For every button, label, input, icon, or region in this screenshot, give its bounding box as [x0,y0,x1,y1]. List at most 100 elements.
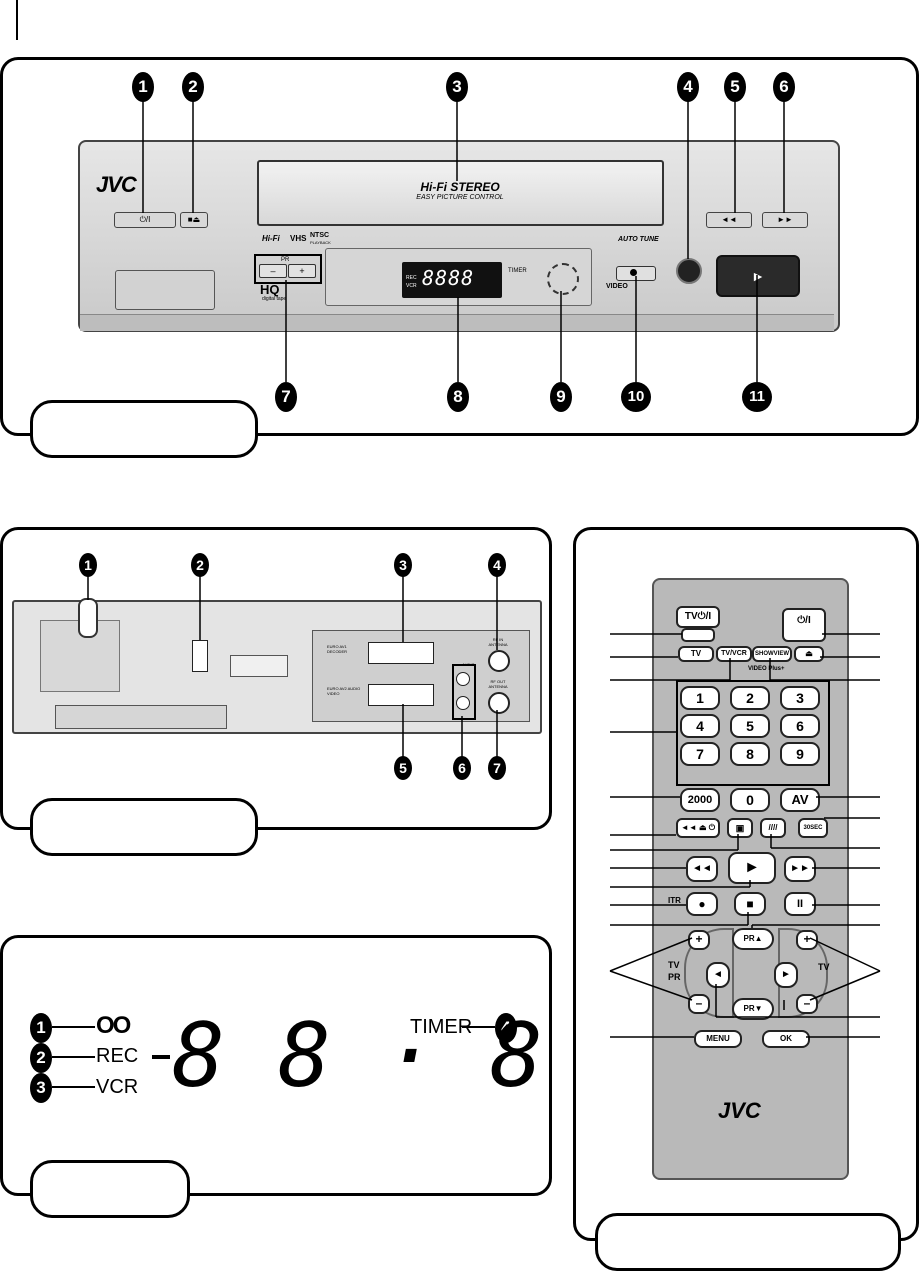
num-5[interactable]: 5 [730,714,770,738]
tv-pr-minus-button[interactable]: – [688,994,710,1014]
rear-callout-2: 2 [191,553,209,577]
round-button[interactable] [676,258,702,284]
audio-out-right [456,696,470,710]
tv-vcr-button[interactable]: TV/VCR [716,646,752,662]
rec-indicator: REC [96,1045,139,1067]
scart-av1 [368,642,434,664]
brand-logo: JVC [96,172,137,197]
rf-in-label: RF IN ANTENNA [488,637,508,647]
front-callout-5: 5 [724,72,746,102]
stop-eject-button[interactable]: ■⏏ [180,212,208,228]
30sec-button[interactable]: 30SEC [798,818,828,838]
left-button[interactable]: ◄ [706,962,730,988]
ntsc-logo: NTSC [310,232,330,239]
record-button[interactable]: ● [686,892,718,916]
av-button[interactable]: AV [780,788,820,812]
pr-label-left: PR [668,972,681,982]
remote-sensor [547,263,579,295]
cassette-door [257,160,664,226]
num-6[interactable]: 6 [780,714,820,738]
pr-up-button[interactable]: PR▲ [732,928,774,950]
menu-button[interactable]: MENU [694,1030,742,1048]
ok-button[interactable]: OK [762,1030,810,1048]
front-display [402,262,502,298]
pr-down-button[interactable]: PR▼ [732,998,774,1020]
display-callout-3: 3 [30,1073,52,1103]
power-button[interactable]: ⏻/I [114,212,176,228]
front-callout-2: 2 [182,72,204,102]
rear-callout-5: 5 [394,756,412,780]
rf-in-jack [488,650,510,672]
display-callout-4: 4 [495,1013,517,1043]
tv-vol-plus-button[interactable]: + [796,930,818,950]
front-input-cover [115,270,215,310]
scart-av2-label: EURO AV2 AUDIO VIDEO [327,686,361,696]
hq-logo: HQ [260,282,280,297]
hifi-logo: Hi-Fi [262,234,280,243]
video-plus-dot [630,269,637,276]
rewind-timer-button[interactable]: ◄◄ ⏏ ⏻ [676,818,720,838]
pr-buttons-highlight [254,254,322,284]
slash-button[interactable]: //// [760,818,786,838]
play-button-remote[interactable]: ► [728,852,776,884]
tv-av-button[interactable]: TV [678,646,714,662]
pr-label: PR [281,257,290,263]
rear-foot-plate [55,705,227,729]
rear-callout-3: 3 [394,553,412,577]
front-callout-4: 4 [677,72,699,102]
showview-button[interactable]: SHOWVIEW [752,646,792,662]
display-callout-2: 2 [30,1043,52,1073]
remote-panel-title-tag [595,1213,901,1271]
eject-button-remote[interactable]: ⏏ [794,646,824,662]
rear-label-plate [230,655,288,677]
scart-av1-label: EURO AV1 DECODER [327,644,348,654]
audio-highlight [452,664,476,720]
num-3[interactable]: 3 [780,686,820,710]
num-0[interactable]: 0 [730,788,770,812]
rear-callout-1: 1 [79,553,97,577]
pr-plus-button[interactable]: + [288,264,316,278]
audio-out-left [456,672,470,686]
remote-brand-logo: JVC [718,1098,761,1123]
num-4[interactable]: 4 [680,714,720,738]
front-display-rec: REC [406,275,417,281]
tv-label-right: TV [818,962,830,972]
cassette-indicator: OO [96,1012,131,1039]
lcd-digits: 8 8 · 8 8 [172,1004,649,1107]
num-7[interactable]: 7 [680,742,720,766]
play-button[interactable]: ► [716,255,800,297]
front-callout-1: 1 [132,72,154,102]
pause-button[interactable]: II [784,892,816,916]
fast-forward-button[interactable]: ►► [762,212,808,228]
button-2000[interactable]: 2000 [680,788,720,812]
video-plus-label-remote: VIDEO Plus+ [748,666,785,672]
rear-switch [192,640,208,672]
lock-button[interactable]: ▣ [727,818,753,838]
tv-power-toggle[interactable] [681,628,715,642]
num-9[interactable]: 9 [780,742,820,766]
vcr-bottom-strip [80,314,834,331]
display-panel-title-tag [30,1160,190,1218]
itr-label: ITR [668,896,681,905]
tv-power-button[interactable]: TV⏻/I [676,606,720,628]
rewind-button[interactable]: ◄◄ [706,212,752,228]
num-8[interactable]: 8 [730,742,770,766]
num-2[interactable]: 2 [730,686,770,710]
auto-tune-label: AUTO TUNE [618,236,659,243]
power-button-remote[interactable]: ⏻/I [782,608,826,642]
fast-forward-button-remote[interactable]: ►► [784,856,816,882]
front-panel-title-tag [30,400,258,458]
rewind-button-remote[interactable]: ◄◄ [686,856,718,882]
rear-callout-4: 4 [488,553,506,577]
front-callout-10: 10 [621,382,651,412]
front-display-vcr: VCR [406,283,417,289]
right-button[interactable]: ► [774,962,798,988]
num-1[interactable]: 1 [680,686,720,710]
video-plus-label: VIDEO [606,283,628,290]
pr-minus-button[interactable]: – [259,264,287,278]
front-callout-11: 11 [742,382,772,412]
stop-button-remote[interactable]: ■ [734,892,766,916]
